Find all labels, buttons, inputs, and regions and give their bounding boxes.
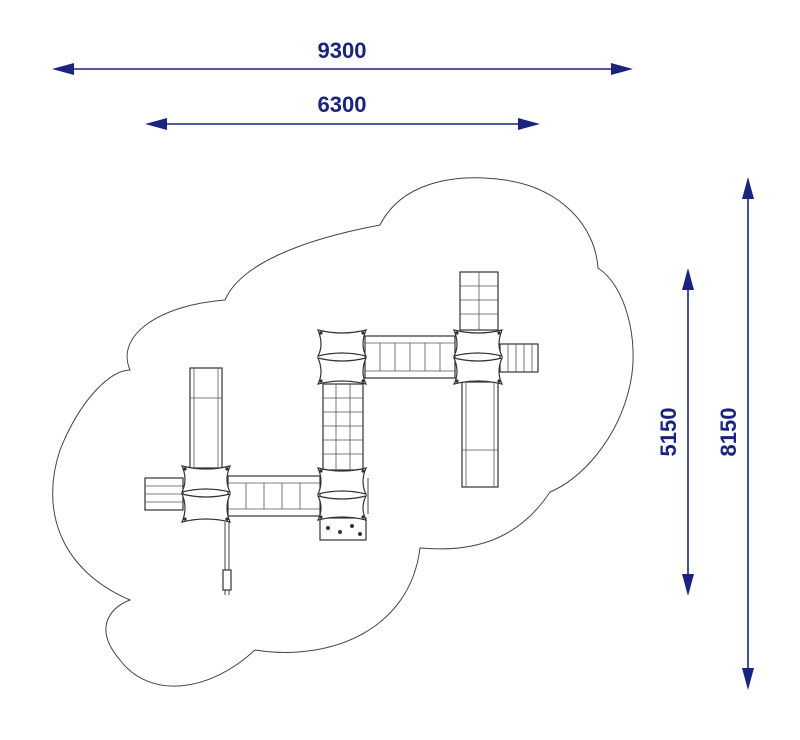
middle-climbing-net (322, 383, 364, 471)
play-structure (144, 271, 539, 595)
left-slide (189, 367, 223, 469)
tower-middle (316, 467, 368, 521)
equipment-width-label: 6300 (318, 92, 367, 117)
dimension-equipment-width: 6300 (145, 92, 540, 130)
upper-climbing-net (459, 271, 499, 331)
upper-bridge (364, 335, 456, 379)
fire-pole (222, 522, 232, 595)
dimension-overall-depth: 8150 (716, 177, 754, 690)
equipment-depth-label: 5150 (656, 408, 681, 457)
right-stairs (499, 343, 539, 373)
left-stairs (144, 477, 184, 511)
overall-depth-label: 8150 (716, 408, 741, 457)
tower-top-left (316, 329, 368, 385)
climbing-wall (319, 478, 369, 541)
overall-width-label: 9300 (318, 38, 367, 63)
lower-bridge (227, 475, 321, 517)
dimension-overall-width: 9300 (52, 38, 633, 75)
tower-top-right (452, 329, 504, 385)
safety-zone-outline (52, 177, 634, 687)
right-slide (461, 381, 499, 488)
tower-left (180, 465, 232, 523)
dimension-equipment-depth: 5150 (656, 268, 694, 596)
